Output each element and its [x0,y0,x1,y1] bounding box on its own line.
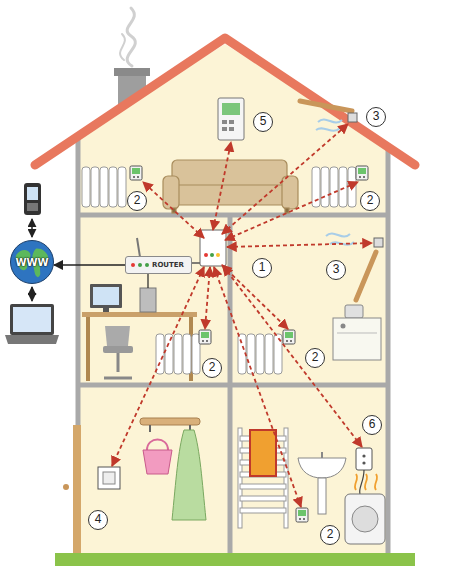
callout-number: 6 [362,415,382,435]
callout-number: 2 [305,348,325,368]
laptop [5,304,59,344]
callout-number: 2 [202,358,222,378]
coat-rack [140,418,206,520]
node-text: ROUTER [152,260,184,270]
plug-and-heater [345,448,385,544]
callout-number: 1 [252,258,272,278]
phone [24,183,41,215]
callout-number: 4 [88,510,108,530]
status-led [145,263,149,267]
smoke [120,8,135,66]
status-led [138,263,142,267]
callout-number: 3 [366,107,386,127]
room-thermostat [218,98,244,140]
house-interior [78,44,388,555]
towel-radiator [238,428,308,528]
node-text: WWW [15,257,48,268]
connector [54,264,125,266]
callout-number: 2 [320,525,340,545]
globe-circle: WWW [10,240,54,284]
sink [298,452,346,514]
central-unit [200,230,226,266]
window-opener-top [300,101,357,131]
first-floor-radiators [156,330,295,374]
router-box: ROUTER [125,256,192,274]
status-led [131,263,135,267]
door [63,425,81,553]
wireless-links [112,124,372,507]
kitchen-unit [333,305,381,360]
callout-number: 2 [127,191,147,211]
wall-switch [98,467,120,489]
walls [76,134,390,555]
callout-number: 5 [253,112,273,132]
callout-number: 2 [360,191,380,211]
ground [55,553,415,566]
roof [35,38,415,165]
callout-number: 3 [326,260,346,280]
